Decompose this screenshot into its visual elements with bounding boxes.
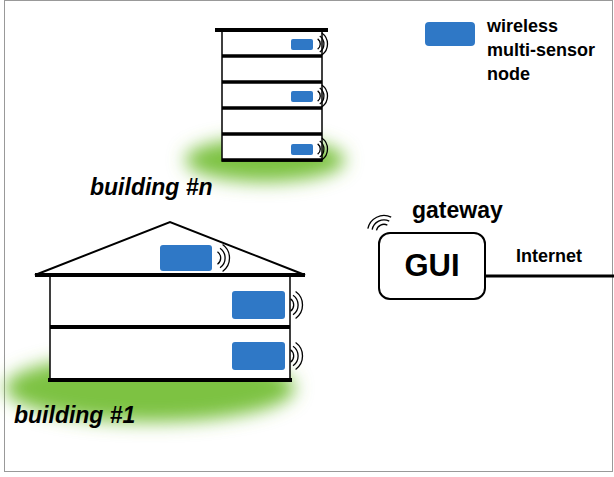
building-1 — [35, 222, 305, 380]
sensor-node — [160, 245, 285, 370]
node-text: GUI — [404, 248, 459, 284]
wireless-waves — [217, 33, 391, 369]
building-label: building #n — [90, 174, 213, 201]
legend-swatch — [425, 22, 475, 46]
internet-label: Internet — [516, 246, 582, 267]
legend-text: wireless multi-sensor node — [487, 14, 609, 86]
building-label: building #1 — [14, 402, 135, 429]
frame — [5, 1, 613, 472]
internet-line — [486, 275, 614, 278]
building-n — [215, 30, 328, 161]
gui-box: GUI — [378, 232, 486, 300]
gateway-label: gateway — [412, 197, 503, 224]
sensor-node — [291, 39, 313, 155]
